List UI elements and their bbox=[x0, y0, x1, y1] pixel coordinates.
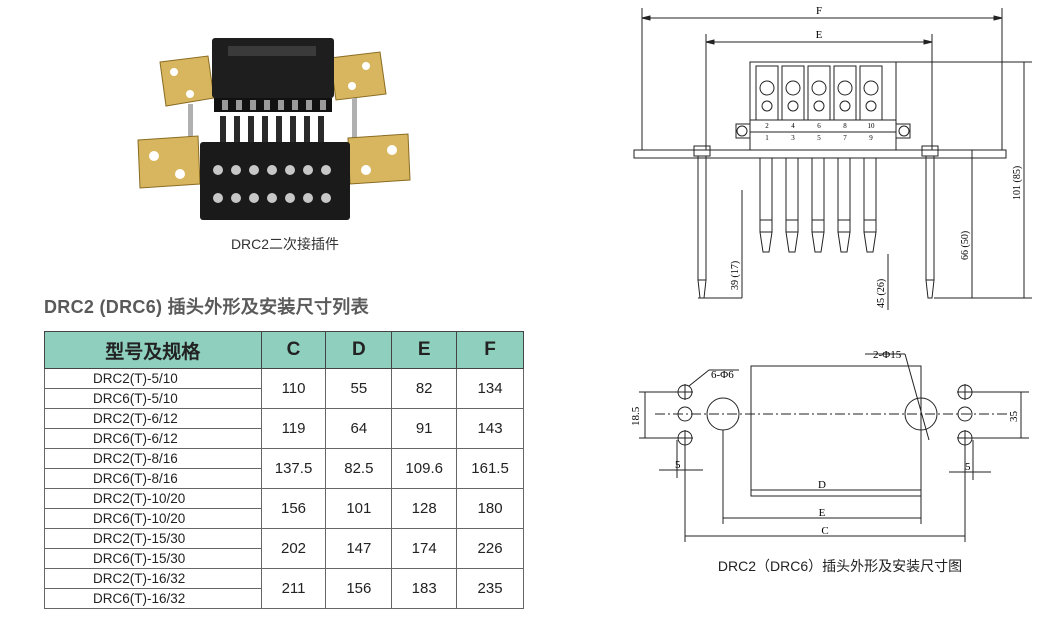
holes-2phi15-label: 2-Φ15 bbox=[873, 349, 902, 361]
value-e: 183 bbox=[391, 568, 458, 609]
dim-18-5: 18.5 bbox=[630, 406, 642, 426]
model-cell: DRC6(T)-8/16 bbox=[44, 468, 262, 489]
value-f: 134 bbox=[456, 368, 524, 409]
value-e: 82 bbox=[391, 368, 458, 409]
spec-table: 型号及规格 C D E F DRC2(T)-5/10 110 55 82 134… bbox=[44, 331, 524, 609]
drawing-caption: DRC2（DRC6）插头外形及安装尺寸图 bbox=[717, 558, 963, 574]
value-c: 211 bbox=[260, 568, 327, 609]
header-model: 型号及规格 bbox=[44, 331, 262, 369]
dim-5-right: 5 bbox=[965, 461, 971, 473]
dim-d-label: D bbox=[818, 479, 826, 491]
pin-number: 5 bbox=[817, 134, 821, 142]
model-cell: DRC2(T)-16/32 bbox=[44, 568, 262, 589]
dim-e-label: E bbox=[819, 507, 826, 519]
value-f: 235 bbox=[456, 568, 524, 609]
table-row: DRC2(T)-16/32 211 156 183 235 bbox=[44, 568, 524, 609]
value-f: 180 bbox=[456, 488, 524, 529]
header-e: E bbox=[391, 331, 458, 369]
model-cell: DRC2(T)-6/12 bbox=[44, 408, 262, 429]
table-row: DRC2(T)-15/30 202 147 174 226 bbox=[44, 528, 524, 569]
value-c: 119 bbox=[260, 408, 327, 449]
value-f: 161.5 bbox=[456, 448, 524, 489]
dim-35: 35 bbox=[1008, 411, 1020, 423]
table-header-row: 型号及规格 C D E F bbox=[44, 331, 524, 369]
value-d: 55 bbox=[325, 368, 393, 409]
dim-5-left: 5 bbox=[675, 459, 681, 471]
value-e: 128 bbox=[391, 488, 458, 529]
value-f: 143 bbox=[456, 408, 524, 449]
value-c: 202 bbox=[260, 528, 327, 569]
pin-number: 6 bbox=[817, 122, 821, 130]
value-c: 156 bbox=[260, 488, 327, 529]
model-cell: DRC2(T)-5/10 bbox=[44, 368, 262, 389]
model-cell: DRC2(T)-10/20 bbox=[44, 488, 262, 509]
value-d: 64 bbox=[325, 408, 393, 449]
photo-caption: DRC2二次接插件 bbox=[230, 236, 340, 252]
pin-number: 8 bbox=[843, 122, 847, 130]
value-d: 147 bbox=[325, 528, 393, 569]
pin-number: 2 bbox=[765, 122, 769, 130]
table-row: DRC2(T)-8/16 137.5 82.5 109.6 161.5 bbox=[44, 448, 524, 489]
section-title: DRC2 (DRC6) 插头外形及安装尺寸列表 bbox=[44, 297, 369, 317]
dim-f-label: F bbox=[816, 5, 822, 17]
dim-101: 101 (85) bbox=[1012, 166, 1023, 200]
value-d: 101 bbox=[325, 488, 393, 529]
table-row: DRC6(T)-16/32 bbox=[44, 588, 524, 609]
dim-e-label: E bbox=[816, 29, 823, 41]
dim-45: 45 (26) bbox=[876, 279, 887, 308]
dim-39: 39 (17) bbox=[730, 261, 741, 290]
model-cell: DRC6(T)-6/12 bbox=[44, 428, 262, 449]
model-cell: DRC2(T)-8/16 bbox=[44, 448, 262, 469]
value-e: 174 bbox=[391, 528, 458, 569]
value-e: 91 bbox=[391, 408, 458, 449]
table-row: DRC2(T)-10/20 156 101 128 180 bbox=[44, 488, 524, 529]
mounting-cutout-drawing: 6-Φ6 2-Φ15 18.5 35 5 5 D E C bbox=[630, 349, 1029, 542]
pin-number: 10 bbox=[868, 122, 876, 130]
dim-66: 66 (50) bbox=[960, 231, 971, 260]
table-row: DRC6(T)-6/12 bbox=[44, 428, 524, 449]
holes-6phi6-label: 6-Φ6 bbox=[711, 369, 734, 381]
value-c: 137.5 bbox=[260, 448, 327, 489]
header-d: D bbox=[325, 331, 393, 369]
model-cell: DRC6(T)-15/30 bbox=[44, 548, 262, 569]
table-row: DRC2(T)-6/12 119 64 91 143 bbox=[44, 408, 524, 449]
value-d: 156 bbox=[325, 568, 393, 609]
dim-c-label: C bbox=[821, 525, 828, 537]
pin-number: 7 bbox=[843, 134, 847, 142]
pin-number: 9 bbox=[869, 134, 873, 142]
product-photo bbox=[137, 38, 411, 220]
header-c: C bbox=[260, 331, 327, 369]
model-cell: DRC2(T)-15/30 bbox=[44, 528, 262, 549]
pin-number: 4 bbox=[791, 122, 795, 130]
value-c: 110 bbox=[260, 368, 327, 409]
model-cell: DRC6(T)-5/10 bbox=[44, 388, 262, 409]
table-row: DRC2(T)-5/10 110 55 82 134 bbox=[44, 368, 524, 409]
value-d: 82.5 bbox=[325, 448, 393, 489]
value-e: 109.6 bbox=[391, 448, 458, 489]
pin-number: 3 bbox=[791, 134, 795, 142]
header-f: F bbox=[456, 331, 524, 369]
value-f: 226 bbox=[456, 528, 524, 569]
front-view-drawing: F E 101 (85) 66 (50) 39 (17) 45 (26) 2 4… bbox=[633, 5, 1032, 310]
table-row: DRC6(T)-10/20 bbox=[44, 508, 524, 529]
model-cell: DRC6(T)-16/32 bbox=[44, 588, 262, 609]
model-cell: DRC6(T)-10/20 bbox=[44, 508, 262, 529]
pin-number: 1 bbox=[765, 134, 769, 142]
